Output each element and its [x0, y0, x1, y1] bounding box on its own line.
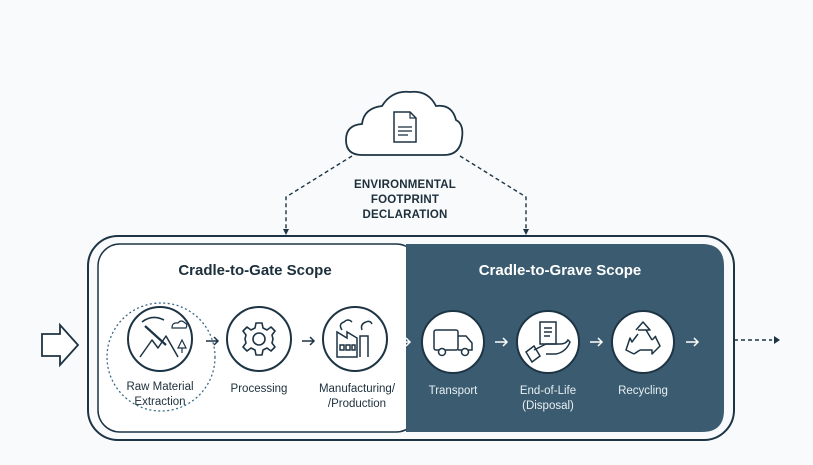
label-line: End-of-Life	[519, 385, 577, 397]
flow-arrows	[206, 336, 700, 347]
stage-label-raw-material: Raw Material Extraction	[105, 380, 215, 410]
cloud-icon	[345, 90, 464, 156]
label-line: Extraction	[134, 396, 186, 408]
highlight-dashed-circle	[106, 302, 216, 412]
grave-scope-title: Cradle-to-Grave Scope	[478, 262, 642, 279]
stage-label-transport: Transport	[398, 384, 508, 399]
declaration-title-line: FOOTPRINT	[370, 194, 440, 206]
input-arrow-icon	[41, 322, 80, 368]
gate-scope-title: Cradle-to-Gate Scope	[178, 262, 332, 279]
arrow-right-icon	[302, 336, 316, 346]
outer-frame	[87, 235, 735, 441]
arrow-right-icon	[398, 337, 412, 347]
stage-label-recycling: Recycling	[588, 384, 698, 399]
label-line: Transport	[428, 385, 478, 397]
label-line: Recycling	[618, 385, 668, 397]
declaration-title: ENVIRONMENTAL FOOTPRINT DECLARATION	[330, 178, 480, 223]
output-arrowhead-icon	[774, 336, 780, 344]
factory-icon	[336, 319, 373, 358]
label-line: Processing	[230, 383, 288, 395]
arrow-right-icon	[495, 337, 509, 347]
stage-label-processing: Processing	[204, 382, 314, 397]
arrow-right-icon	[590, 337, 604, 347]
left-dashed-connector	[285, 155, 353, 232]
declaration-title-line: DECLARATION	[362, 209, 448, 221]
label-line: Manufacturing/	[318, 383, 396, 395]
recycling-icon	[625, 321, 661, 355]
stage-recycling	[611, 310, 675, 374]
label-line: Raw Material	[126, 381, 194, 393]
stage-label-manufacturing: Manufacturing/ /Production	[302, 382, 412, 412]
stage-end-of-life	[516, 310, 580, 374]
arrow-right-icon	[686, 337, 700, 347]
stage-manufacturing	[322, 306, 388, 372]
arrow-right-icon	[206, 336, 220, 346]
document-icon	[393, 111, 417, 143]
stage-label-end-of-life: End-of-Life (Disposal)	[493, 384, 603, 414]
label-line: (Disposal)	[522, 400, 574, 412]
gear-icon	[242, 322, 276, 356]
declaration-title-line: ENVIRONMENTAL	[353, 179, 457, 191]
truck-icon	[433, 329, 473, 357]
mining-pickaxe-mountain-icon	[139, 335, 179, 358]
stage-transport	[421, 310, 485, 374]
stage-raw-material	[127, 306, 193, 372]
hand-document-icon	[525, 321, 571, 364]
stage-processing	[226, 306, 292, 372]
right-dashed-connector	[459, 155, 527, 232]
label-line: /Production	[327, 398, 387, 410]
